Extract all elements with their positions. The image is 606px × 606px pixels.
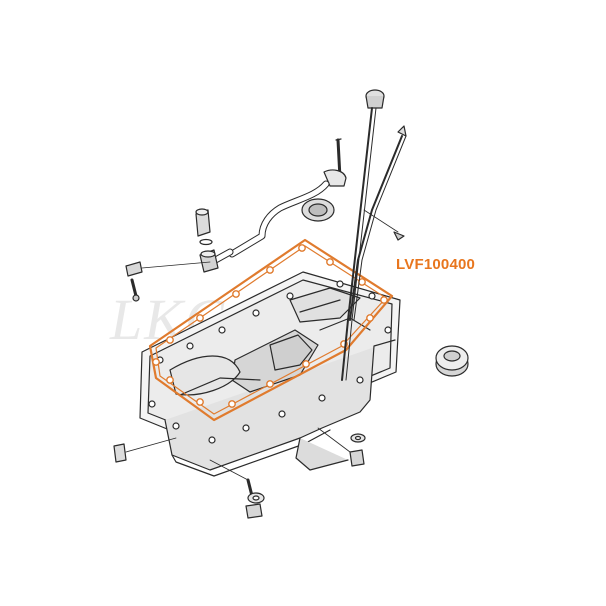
dipstick bbox=[341, 89, 385, 381]
pan-bolt-left bbox=[113, 437, 177, 463]
dipstick-tube bbox=[349, 125, 407, 321]
drain-plug-washer bbox=[317, 427, 366, 467]
part-number-label: LVF100400 bbox=[396, 256, 476, 273]
oil-pan bbox=[139, 271, 401, 477]
oil-level-sensor bbox=[435, 345, 469, 377]
drain-plug-upper bbox=[125, 261, 211, 302]
oil-pickup-tube bbox=[208, 138, 347, 266]
pickup-strainer bbox=[199, 249, 219, 273]
pan-bolt-bottom bbox=[209, 459, 265, 519]
oil-filter-element bbox=[195, 208, 213, 246]
